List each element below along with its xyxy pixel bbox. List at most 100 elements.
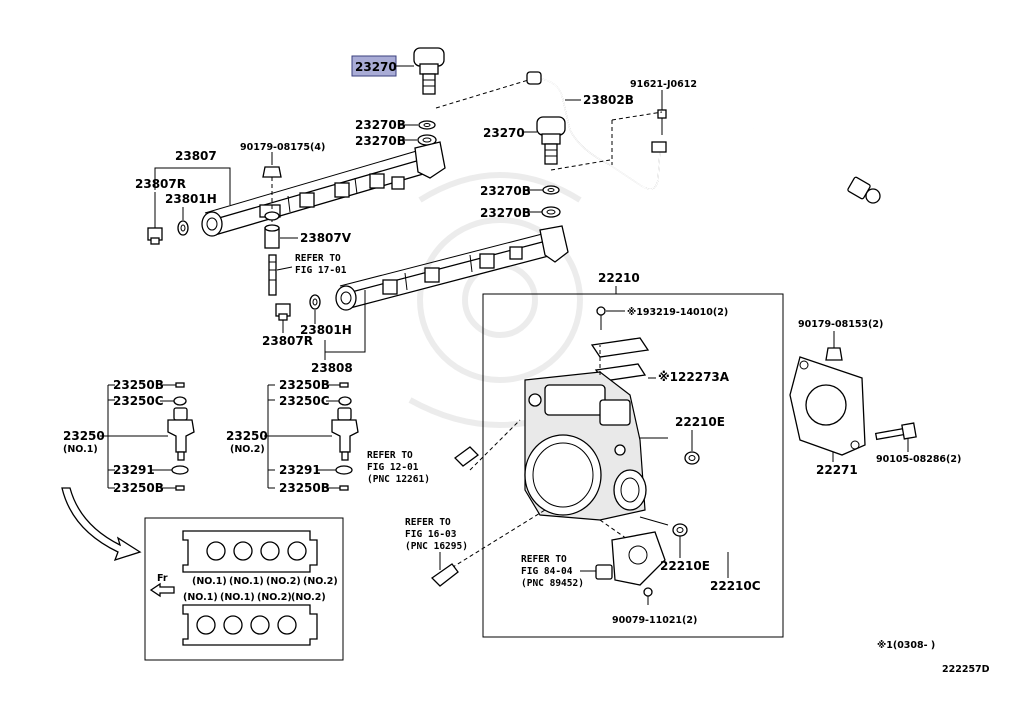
bolt-90105-08286[interactable]	[874, 422, 917, 441]
hose-ref-16[interactable]	[430, 563, 459, 587]
part-label-23807V[interactable]: 23807V	[300, 231, 352, 245]
plug-23807R-2[interactable]	[275, 303, 291, 321]
stud-bolt[interactable]	[268, 254, 277, 296]
nut-90179-08153[interactable]	[825, 347, 843, 361]
gasket-23270B-2[interactable]	[417, 134, 437, 146]
part-label-90105-08286[interactable]: 90105-08286(2)	[876, 454, 961, 465]
part-label-23270-mid[interactable]: 23270	[483, 126, 525, 140]
n2-label-23250C[interactable]: 23250C	[279, 394, 330, 408]
n2-oring-top[interactable]	[339, 382, 349, 388]
washer-23801H-2[interactable]	[309, 294, 321, 310]
throttle-position-sensor[interactable]	[595, 531, 666, 586]
n2-label-23291[interactable]: 23291	[279, 463, 321, 477]
ref-16-line2[interactable]: FIG 16-03	[405, 529, 457, 540]
gasket-23270B-1[interactable]	[418, 120, 436, 130]
n2-label-23250[interactable]: 23250	[226, 429, 268, 443]
inset-bottom-label-1: (NO.1)	[183, 592, 218, 603]
part-label-23807[interactable]: 23807	[175, 149, 217, 163]
part-label-22273A[interactable]: ※122273A	[658, 370, 730, 384]
inset-top-label-2: (NO.1)	[229, 576, 264, 587]
part-label-23270B-1[interactable]: 23270B	[355, 118, 406, 132]
front-arrow-icon	[149, 582, 175, 598]
part-label-90179-08175[interactable]: 90179-08175(4)	[240, 142, 325, 153]
n1-insulator[interactable]	[171, 465, 189, 475]
throttle-body-group-frame	[482, 293, 784, 638]
inset-bottom-label-2: (NO.1)	[220, 592, 255, 603]
n2-insulator[interactable]	[335, 465, 353, 475]
pulsation-damper-mid[interactable]	[536, 116, 566, 165]
clamp-22210E-1[interactable]	[684, 451, 700, 465]
clamp-22210E-2[interactable]	[672, 523, 688, 537]
spacer-23807V[interactable]	[264, 224, 280, 249]
part-label-90079-11021[interactable]: 90079-11021(2)	[612, 615, 697, 626]
fuel-pipe-23802B[interactable]	[526, 71, 881, 204]
n1-label-23250C[interactable]: 23250C	[113, 394, 164, 408]
part-label-22271[interactable]: 22271	[816, 463, 858, 477]
part-label-23801H-2[interactable]: 23801H	[300, 323, 352, 337]
nut-90179-08175[interactable]	[262, 166, 282, 178]
gasket-22271[interactable]	[789, 356, 866, 456]
rail-mount-boss	[264, 211, 280, 221]
n1-oring-bottom[interactable]	[175, 485, 185, 491]
part-label-23270B-4[interactable]: 23270B	[480, 206, 531, 220]
screw-90079[interactable]	[643, 587, 653, 605]
part-label-23270-top[interactable]: 23270	[355, 60, 397, 74]
inset-bottom-label-4: (NO.2)	[291, 592, 326, 603]
inset-injector-layout	[144, 517, 344, 661]
gasket-23270B-3[interactable]	[542, 185, 560, 195]
n2-oring-bottom[interactable]	[339, 485, 349, 491]
ref-12-line2[interactable]: FIG 12-01	[367, 462, 419, 473]
throttle-body[interactable]	[524, 371, 669, 526]
ref-84-line1: REFER TO	[521, 554, 567, 565]
part-label-23807R-2[interactable]: 23807R	[262, 334, 313, 348]
pulsation-damper-top[interactable]	[413, 47, 445, 95]
ref-12-line3: (PNC 12261)	[367, 474, 430, 485]
n2-label-23250B-b[interactable]: 23250B	[279, 481, 330, 495]
curved-arrow-icon	[61, 487, 142, 562]
part-label-23808[interactable]: 23808	[311, 361, 353, 375]
n1-oring-top[interactable]	[175, 382, 185, 388]
diagram-id: 222257D	[942, 664, 990, 675]
ref-17-line2[interactable]: FIG 17-01	[295, 265, 347, 276]
n2-label-23250B-a[interactable]: 23250B	[279, 378, 330, 392]
part-label-23807R-1[interactable]: 23807R	[135, 177, 186, 191]
ref-84-line2[interactable]: FIG 84-04	[521, 566, 573, 577]
part-label-23801H-1[interactable]: 23801H	[165, 192, 217, 206]
n1-cushion[interactable]	[173, 396, 187, 406]
part-label-23270B-2[interactable]: 23270B	[355, 134, 406, 148]
screw-193219[interactable]	[596, 306, 606, 330]
n1-label-no: (NO.1)	[63, 444, 98, 455]
gasket-23270B-4[interactable]	[541, 206, 561, 218]
part-label-23802B[interactable]: 23802B	[583, 93, 634, 107]
part-label-193219[interactable]: ※193219-14010(2)	[627, 307, 728, 318]
ref-17-line1: REFER TO	[295, 253, 341, 264]
n1-label-23250[interactable]: 23250	[63, 429, 105, 443]
hose-ref-12[interactable]	[454, 446, 479, 467]
fuel-rail-lower[interactable]	[335, 225, 569, 311]
part-label-90179-08153[interactable]: 90179-08153(2)	[798, 319, 883, 330]
part-label-22210[interactable]: 22210	[598, 271, 640, 285]
part-label-91621-J0612[interactable]: 91621-J0612	[630, 79, 697, 90]
part-label-22210C[interactable]: 22210C	[710, 579, 761, 593]
plug-23807R-1[interactable]	[147, 227, 163, 245]
ref-16-line3: (PNC 16295)	[405, 541, 468, 552]
gasket-22273A[interactable]	[590, 337, 650, 382]
part-label-22210E-2[interactable]: 22210E	[660, 559, 710, 573]
n1-label-23291[interactable]: 23291	[113, 463, 155, 477]
inset-top-label-4: (NO.2)	[303, 576, 338, 587]
n1-label-23250B-b[interactable]: 23250B	[113, 481, 164, 495]
washer-23801H-1[interactable]	[177, 220, 189, 236]
part-label-23270B-3[interactable]: 23270B	[480, 184, 531, 198]
hose-22210C[interactable]	[695, 454, 753, 553]
inset-top-label-3: (NO.2)	[266, 576, 301, 587]
n1-label-23250B-a[interactable]: 23250B	[113, 378, 164, 392]
part-label-22210E-1[interactable]: 22210E	[675, 415, 725, 429]
n2-label-no: (NO.2)	[230, 444, 265, 455]
fuel-rail-upper[interactable]	[201, 141, 446, 237]
n2-cushion[interactable]	[338, 396, 352, 406]
bolt-91621-J0612[interactable]	[657, 109, 667, 135]
n1-injector[interactable]	[167, 407, 195, 461]
n2-injector[interactable]	[331, 407, 359, 461]
